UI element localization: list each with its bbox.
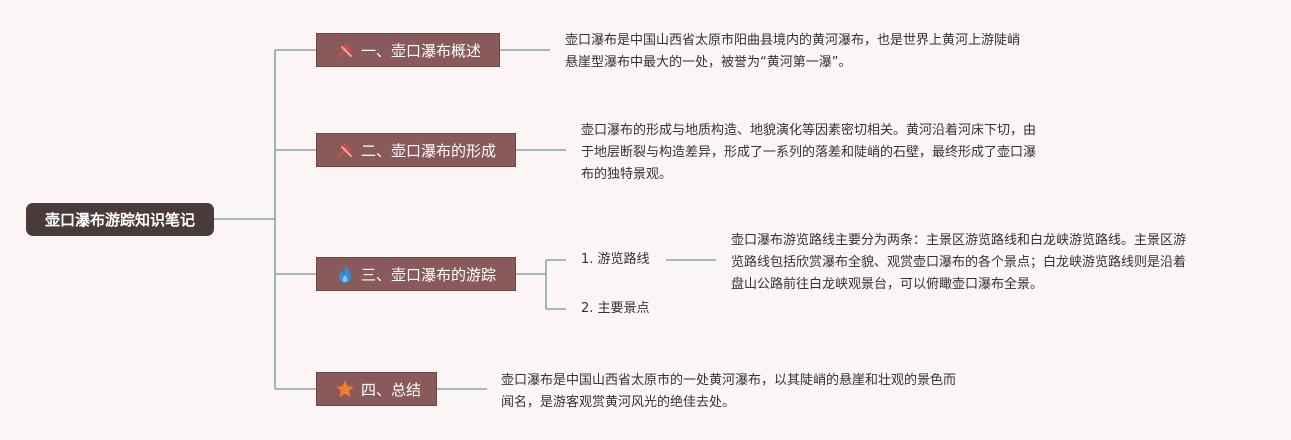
text-line: 览路线包括欣赏瀑布全貌、观赏壶口瀑布的各个景点；白龙峡游览路线则是沿着	[731, 255, 1187, 270]
tools-icon	[335, 140, 355, 160]
branch-tour[interactable]: 三、壶口瀑布的游踪	[316, 257, 516, 291]
branch-overview-label: 一、壶口瀑布概述	[361, 41, 482, 60]
root-topic-label: 壶口瀑布游踪知识笔记	[44, 211, 195, 229]
branch-overview-text: 壶口瀑布是中国山西省太原市阳曲县境内的黄河瀑布，也是世界上黄河上游陡峭 悬崖型瀑…	[565, 30, 1020, 74]
star-icon	[335, 379, 355, 399]
branch-overview[interactable]: 一、壶口瀑布概述	[316, 33, 500, 67]
subtopic-main-attractions[interactable]: 2. 主要景点	[581, 301, 650, 316]
subtopic-tour-route[interactable]: 1. 游览路线	[581, 252, 650, 267]
text-line: 闻名，是游客观赏黄河风光的绝佳去处。	[501, 395, 736, 410]
flame-icon	[335, 264, 355, 284]
text-line: 于地层断裂与构造差异，形成了一系列的落差和陡峭的石壁，最终形成了壶口瀑	[581, 145, 1037, 160]
branch-tour-label: 三、壶口瀑布的游踪	[361, 265, 497, 284]
text-line: 悬崖型瀑布中最大的一处，被誉为“黄河第一瀑”。	[565, 55, 852, 70]
branch-formation[interactable]: 二、壶口瀑布的形成	[316, 133, 516, 167]
root-topic[interactable]: 壶口瀑布游踪知识笔记	[26, 203, 214, 236]
text-line: 盘山公路前往白龙峡观景台，可以俯瞰壶口瀑布全景。	[731, 277, 1044, 292]
branch-summary-label: 四、总结	[361, 380, 422, 399]
text-line: 壶口瀑布的形成与地质构造、地貌演化等因素密切相关。黄河沿着河床下切，由	[581, 123, 1037, 138]
branch-summary[interactable]: 四、总结	[316, 372, 437, 406]
branch-summary-text: 壶口瀑布是中国山西省太原市的一处黄河瀑布，以其陡峭的悬崖和壮观的景色而 闻名，是…	[501, 370, 956, 414]
text-line: 布的独特景观。	[581, 167, 673, 182]
text-line: 壶口瀑布是中国山西省太原市的一处黄河瀑布，以其陡峭的悬崖和壮观的景色而	[501, 373, 957, 388]
tools-icon	[335, 40, 355, 60]
text-line: 壶口瀑布游览路线主要分为两条：主景区游览路线和白龙峡游览路线。主景区游	[731, 233, 1187, 248]
text-line: 壶口瀑布是中国山西省太原市阳曲县境内的黄河瀑布，也是世界上黄河上游陡峭	[565, 33, 1021, 48]
branch-formation-label: 二、壶口瀑布的形成	[361, 141, 497, 160]
branch-formation-text: 壶口瀑布的形成与地质构造、地貌演化等因素密切相关。黄河沿着河床下切，由 于地层断…	[581, 120, 1036, 186]
subtopic-tour-route-text: 壶口瀑布游览路线主要分为两条：主景区游览路线和白龙峡游览路线。主景区游 览路线包…	[731, 230, 1186, 296]
